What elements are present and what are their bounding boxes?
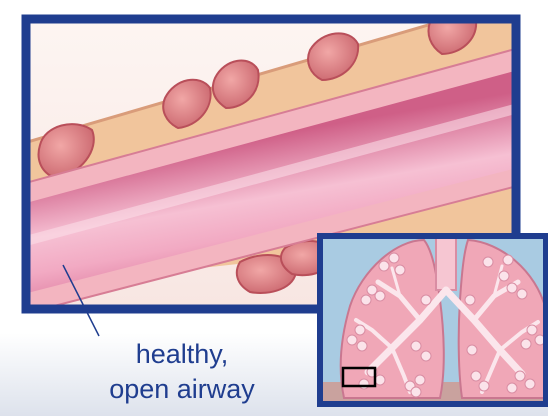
caption-line-2: open airway [82,372,282,406]
trachea [436,236,456,290]
lungs-inset-panel [320,236,546,404]
caption-line-1: healthy, [82,337,282,371]
